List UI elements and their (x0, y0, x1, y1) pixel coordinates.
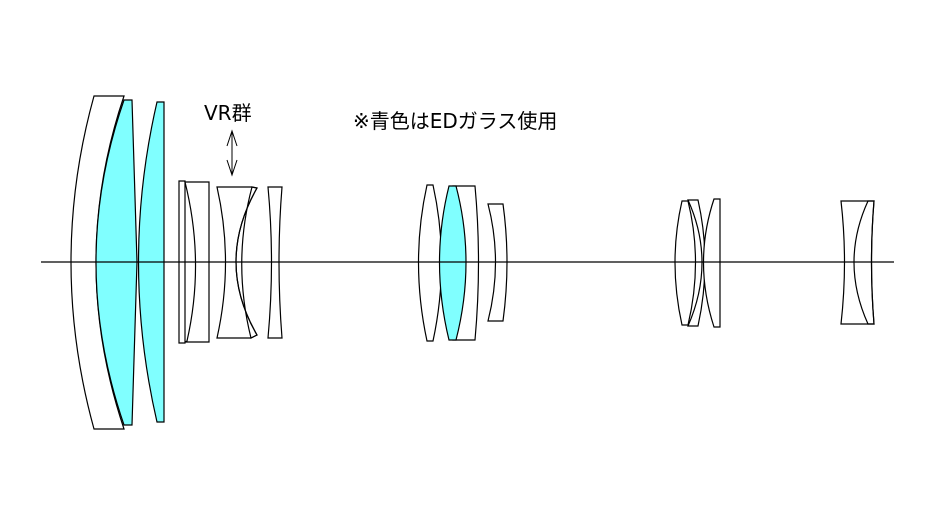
middle-group (417, 184, 508, 342)
vr-group-label: VR群 (204, 101, 252, 125)
rear-group-1 (674, 198, 721, 328)
lens-L12 (674, 200, 697, 326)
lens-L9 (438, 185, 467, 341)
lens-L6b (235, 186, 258, 339)
ed-glass-note: ※青色はEDガラス使用 (353, 109, 558, 133)
lens-L16 (853, 200, 875, 325)
lens-L13 (687, 199, 706, 327)
vr-movement-arrow-icon (226, 129, 238, 177)
lens-L8 (417, 184, 443, 342)
lens-L14 (702, 198, 721, 328)
